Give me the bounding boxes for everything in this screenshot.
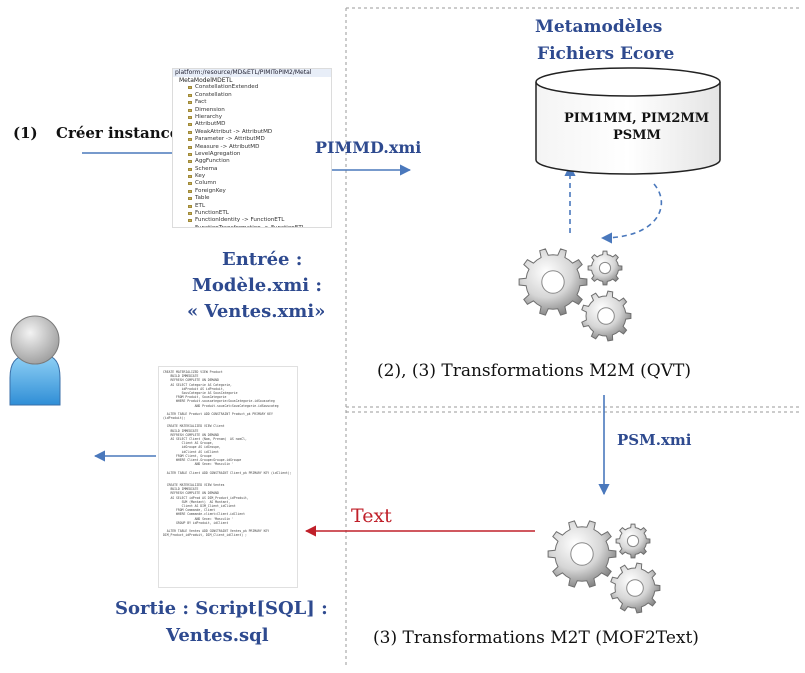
gear-hole: [570, 542, 594, 566]
sql-line: WHERE Client.Groupe=Groupe.idGroupe: [163, 457, 242, 462]
tree-item[interactable]: Hierarchy: [173, 114, 331, 121]
tree-item[interactable]: FunctionIdentity -> FunctionETL: [173, 217, 331, 224]
tree-item[interactable]: AggFunction: [173, 158, 331, 165]
tree-item[interactable]: FunctionTransformation -> FunctionETL: [173, 225, 331, 227]
step-number: (1): [13, 124, 38, 142]
sql-line: idGroupe AS idGroupe,: [163, 445, 221, 450]
gear-hole: [597, 307, 615, 325]
gears-m2m-icon: [518, 248, 632, 342]
sql-line: DIM_Product_idProduit, DIM_Client_idClie…: [163, 533, 247, 538]
sql-line: FROM Client, Groupe: [163, 453, 212, 458]
sql-line: CREATE MATERIALIZED VIEW Product: [163, 370, 223, 374]
sql-line: WHERE Produit.souscategorie=SousCategori…: [163, 399, 275, 404]
m2m-label: (2), (3) Transformations M2M (QVT): [377, 361, 691, 381]
tree-path: platform:/resource/MD&ETL/PIMIToPIM2/Met…: [173, 69, 331, 77]
sql-lines: CREATE MATERIALIZED VIEW Product BUILD I…: [163, 370, 293, 538]
tree-item[interactable]: WeakAttribut -> AttributMD: [173, 129, 331, 136]
metamodel-database-icon: [535, 67, 721, 175]
pimmd-arrow-label: PIMMD.xmi: [315, 138, 422, 157]
write-metamodel-arrow: [600, 183, 663, 244]
gear-hole: [626, 534, 640, 548]
sql-line: idProduit AS idProduit,: [163, 386, 225, 391]
gear-hole: [598, 261, 612, 275]
sql-line: BUILD IMMEDIATE: [163, 487, 199, 492]
sql-line: AND Produit.sousCat=SousCategorie.idSous…: [163, 403, 279, 408]
tree-item[interactable]: Constellation: [173, 92, 331, 99]
db-label-line2: PSMM: [613, 128, 661, 143]
input-label-line3: « Ventes.xmi»: [187, 301, 326, 322]
psm-arrow-label: PSM.xmi: [617, 431, 692, 449]
sql-line: ALTER TABLE Product ADD CONSTRAINT Produ…: [163, 411, 273, 416]
sql-line: CREATE MATERIALIZED VIEW Ventes: [163, 483, 225, 488]
user-icon: [9, 315, 61, 406]
tree-item[interactable]: ConstellationExtended: [173, 84, 331, 91]
sql-line: FROM Commande, Client: [163, 508, 216, 513]
sql-line: AND Sexe= 'Masculin ': [163, 462, 234, 467]
sql-line: (idProduit);: [163, 416, 186, 421]
sql-line: BUILD IMMEDIATE: [163, 428, 199, 433]
sql-line: Client AS Groupe,: [163, 441, 214, 446]
sql-line: AS SELECT Client (Nom, Prenom) AS nomCl,: [163, 437, 247, 441]
input-label-line1: Entrée :: [222, 249, 303, 270]
sql-line: BUILD IMMEDIATE: [163, 374, 199, 379]
tree-root[interactable]: MetaModelMDETL: [179, 77, 233, 84]
sql-line: REFRESH COMPLETE ON DEMAND: [163, 491, 219, 496]
output-label-line1: Sortie : Script[SQL] :: [115, 598, 328, 619]
tree-item[interactable]: Column: [173, 180, 331, 187]
output-label-line2: Ventes.sql: [166, 625, 269, 646]
sql-line: REFRESH COMPLETE ON DEMAND: [163, 432, 219, 437]
tree-item[interactable]: FunctionETL: [173, 210, 331, 217]
sql-line: SUM (Montant) AS Montant,: [163, 499, 231, 504]
sql-script-panel: CREATE MATERIALIZED VIEW Product BUILD I…: [158, 366, 298, 588]
tree-item[interactable]: Measure -> AttributMD: [173, 144, 331, 151]
text-arrow-label: Text: [351, 505, 392, 527]
sql-line: Client AS DIM_Client_idClient: [163, 504, 236, 508]
gear-hole: [626, 579, 644, 597]
m2t-label: (3) Transformations M2T (MOF2Text): [373, 628, 699, 648]
tree-item[interactable]: ForeignKey: [173, 188, 331, 195]
tree-item[interactable]: Parameter -> AttributMD: [173, 136, 331, 143]
db-label-line1: PIM1MM, PIM2MM: [564, 111, 710, 126]
sql-line: CREATE MATERIALIZED VIEW Client: [163, 424, 225, 429]
sql-line: FROM Produit, SousCategorie: [163, 395, 227, 400]
ecore-files-title: Fichiers Ecore: [537, 44, 675, 64]
sql-line: AS SELECT Categorie AS Categorie,: [163, 382, 232, 387]
gears-m2t-icon: [547, 520, 661, 614]
sql-line: SousCategorie AS SousCategorie: [163, 390, 238, 395]
create-instance-label: Créer instance: [56, 124, 180, 142]
sql-line: idClient AS idClient: [163, 449, 219, 454]
tree-item[interactable]: Key: [173, 173, 331, 180]
sql-line: GROUP BY idProduit, idClient: [163, 520, 229, 525]
metamodel-tree-panel: platform:/resource/MD&ETL/PIMIToPIM2/Met…: [172, 68, 332, 228]
input-label-line2: Modèle.xmi :: [192, 275, 323, 296]
tree-item[interactable]: Dimension: [173, 107, 331, 114]
sql-line: ALTER TABLE Client ADD CONSTRAINT Client…: [163, 470, 292, 475]
tree-item[interactable]: Schema: [173, 166, 331, 173]
metamodels-title: Metamodèles: [535, 17, 663, 37]
tree-item[interactable]: Fact: [173, 99, 331, 106]
sql-line: WHERE Commande.client=Client.idClient: [163, 512, 245, 517]
tree-item[interactable]: Table: [173, 195, 331, 202]
sql-line: AS SELECT idProd AS DIM_Product_idProdui…: [163, 495, 249, 500]
tree-item[interactable]: AttributMD: [173, 121, 331, 128]
tree-item[interactable]: LevelAgregation: [173, 151, 331, 158]
tree-item[interactable]: ETL: [173, 203, 331, 210]
sql-line: ALTER TABLE Ventes ADD CONSTRAINT Ventes…: [163, 529, 270, 534]
sql-line: REFRESH COMPLETE ON DEMAND: [163, 378, 219, 383]
sql-line: AND Sexe= 'Masculin ': [163, 516, 234, 521]
gear-hole: [541, 270, 565, 294]
